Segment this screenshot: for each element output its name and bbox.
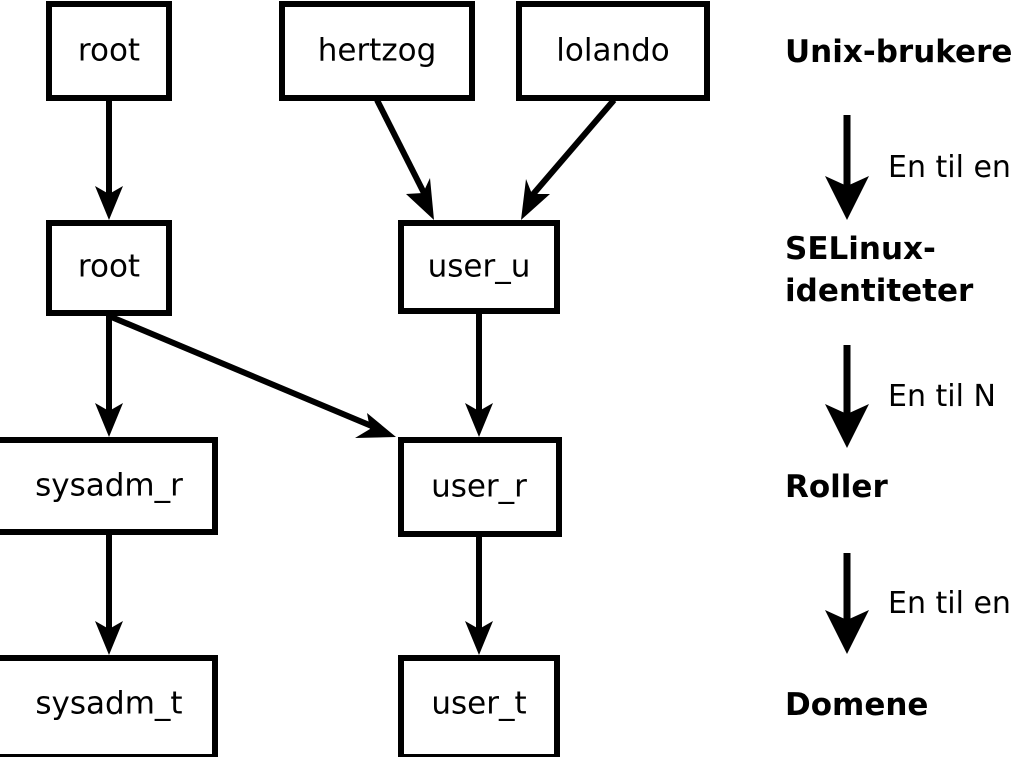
node-dom-sysadm-t[interactable]: sysadm_t — [0, 655, 218, 757]
legend-level-selinux-identities-line2: identiteter — [785, 273, 974, 309]
node-unix-lolando-label: lolando — [556, 33, 669, 69]
node-unix-lolando[interactable]: lolando — [516, 1, 710, 101]
legend-level-selinux-identities-line1: SELinux- — [785, 231, 936, 267]
node-ident-user-u-label: user_u — [428, 249, 531, 285]
legend-level-roller: Roller — [785, 469, 888, 505]
node-unix-hertzog[interactable]: hertzog — [279, 1, 475, 101]
node-role-user-r[interactable]: user_r — [398, 437, 562, 537]
edge-ident-root-to-user-r — [107, 313, 396, 438]
node-dom-sysadm-t-label: sysadm_t — [35, 686, 182, 722]
node-unix-root-label: root — [78, 33, 140, 69]
legend-relation-2-label: En til N — [888, 379, 996, 414]
node-ident-root-label: root — [78, 249, 140, 285]
node-role-sysadm-r[interactable]: sysadm_r — [0, 437, 218, 535]
node-role-user-r-label: user_r — [431, 469, 527, 505]
node-unix-hertzog-label: hertzog — [318, 33, 437, 69]
legend-level-unix-users: Unix-brukere — [785, 34, 1012, 70]
edge-ident-root-to-sysadm-r — [95, 316, 123, 437]
edge-unix-root-to-ident-root — [95, 100, 123, 220]
node-role-sysadm-r-label: sysadm_r — [35, 468, 183, 504]
legend-arrow-3 — [825, 553, 869, 654]
legend-arrow-1 — [825, 115, 869, 220]
legend-arrow-2 — [825, 345, 869, 448]
node-ident-root[interactable]: root — [46, 220, 172, 316]
legend-relation-3-label: En til en — [888, 586, 1011, 621]
node-unix-root[interactable]: root — [46, 1, 172, 101]
edge-user-r-to-user-t — [465, 537, 493, 655]
edge-lolando-to-user-u — [521, 98, 617, 220]
edge-user-u-to-user-r — [465, 314, 493, 437]
node-dom-user-t[interactable]: user_t — [398, 655, 560, 757]
node-dom-user-t-label: user_t — [431, 686, 526, 722]
legend-level-domene: Domene — [785, 687, 928, 723]
edge-hertzog-to-user-u — [374, 98, 434, 220]
node-ident-user-u[interactable]: user_u — [398, 220, 560, 314]
edge-sysadm-r-to-sysadm-t — [95, 535, 123, 655]
legend-relation-1-label: En til en — [888, 150, 1011, 185]
